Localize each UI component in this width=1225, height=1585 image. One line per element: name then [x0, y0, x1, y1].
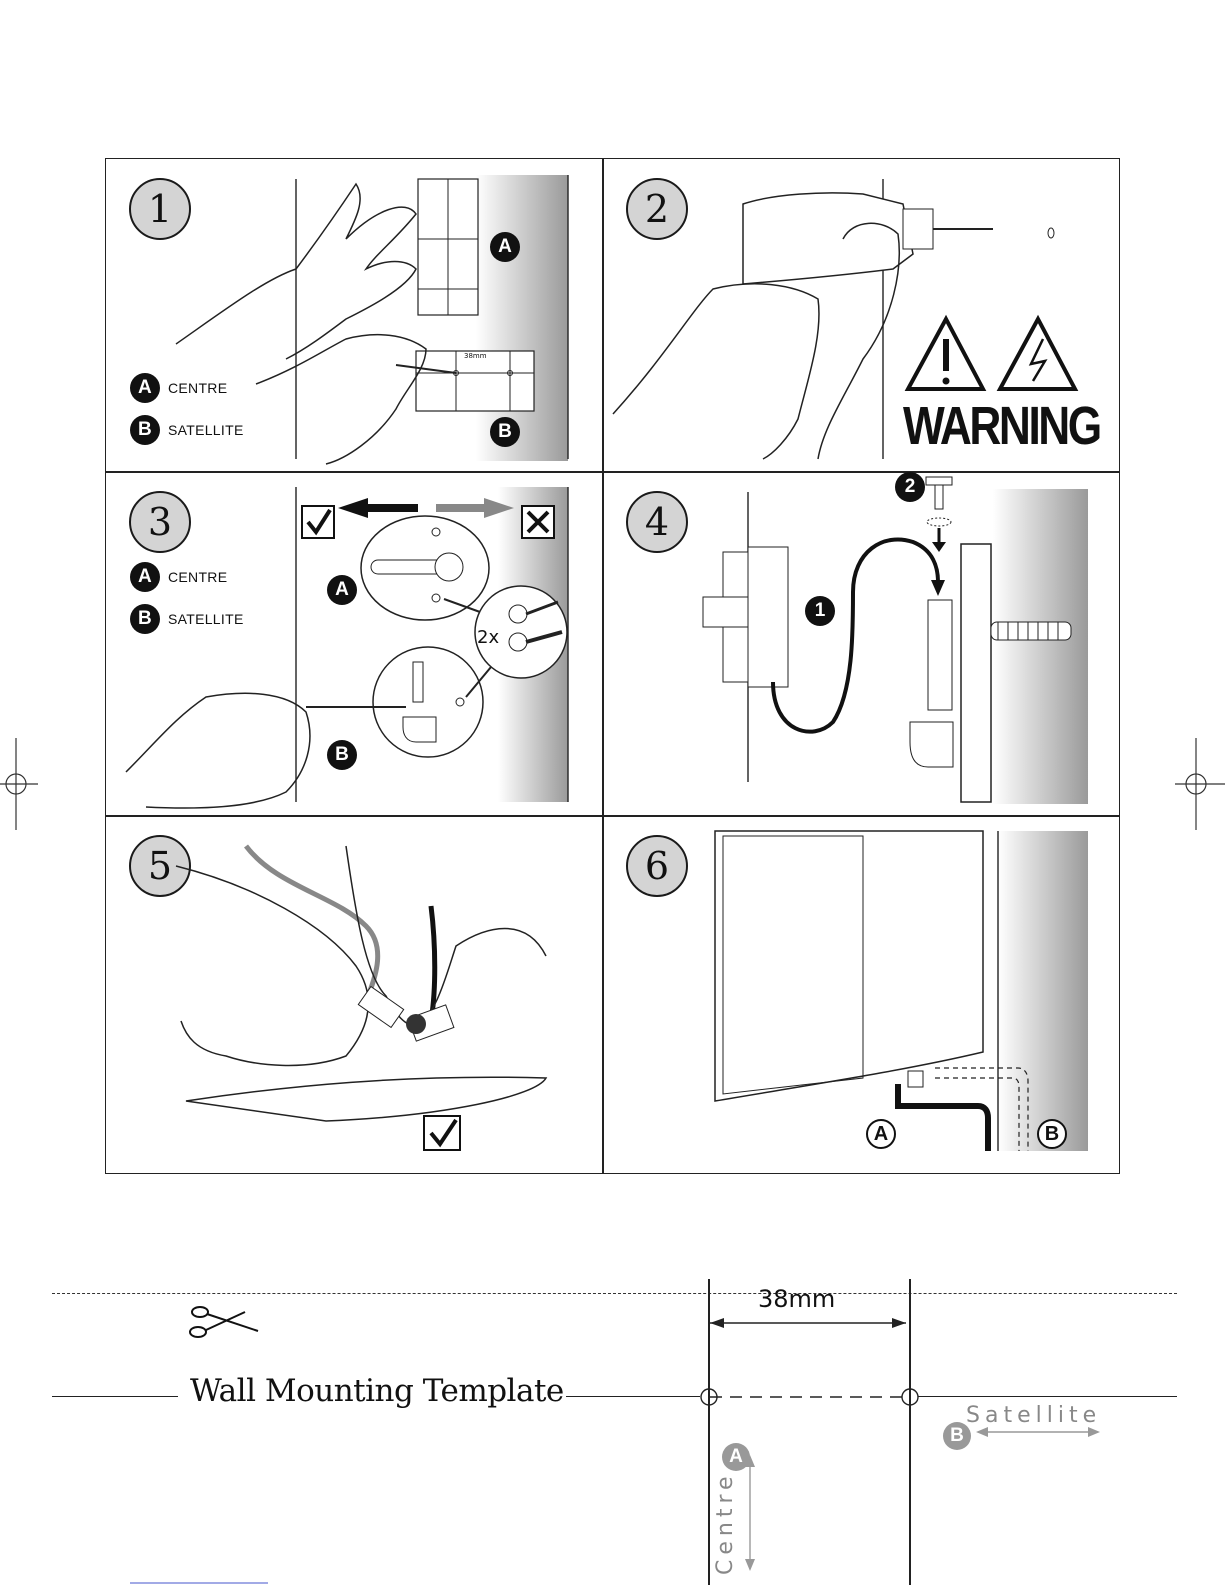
- step-5-illustration: [106, 816, 602, 1175]
- marker-a: A: [490, 232, 520, 262]
- instruction-grid: 1 A B 38mm A: [105, 158, 1120, 1174]
- legend-satellite: B SATELLITE: [130, 604, 244, 634]
- marker-a: A: [866, 1119, 896, 1149]
- marker-2: 2: [895, 472, 925, 502]
- marker-1: 1: [805, 596, 835, 626]
- satellite-label: Satellite: [966, 1403, 1101, 1428]
- centre-badge: A: [722, 1443, 750, 1471]
- step-1-panel: 1 A B 38mm A: [106, 159, 602, 471]
- legend-label: SATELLITE: [168, 611, 244, 627]
- step-2-panel: 2 WARNING: [603, 159, 1121, 471]
- check-icon: [302, 506, 334, 538]
- legend-badge: B: [130, 604, 160, 634]
- legend-badge: B: [130, 415, 160, 445]
- step-3-panel: 3: [106, 472, 602, 815]
- marker-a: A: [327, 575, 357, 605]
- template-guide-right: [909, 1279, 911, 1585]
- step-4-illustration: [603, 472, 1121, 815]
- template-rule-right: [918, 1396, 1177, 1397]
- scissors-icon: [190, 1307, 258, 1337]
- legend-centre: A CENTRE: [130, 562, 227, 592]
- legend-label: SATELLITE: [168, 422, 244, 438]
- title-rule-left: [52, 1396, 178, 1397]
- centre-label: Centre: [713, 1471, 738, 1575]
- template-title: Wall Mounting Template: [190, 1373, 564, 1409]
- template-measure-label: 38mm: [464, 352, 487, 360]
- legend-label: CENTRE: [168, 569, 227, 585]
- step-5-panel: 5: [106, 816, 602, 1175]
- step-4-panel: 4 1 2: [603, 472, 1121, 815]
- template-graphics: [0, 1275, 1225, 1585]
- marker-b: B: [490, 417, 520, 447]
- cross-icon: [522, 506, 554, 538]
- marker-b: B: [1037, 1119, 1067, 1149]
- marker-b: B: [327, 740, 357, 770]
- template-guide-left: [708, 1279, 710, 1585]
- legend-satellite: B SATELLITE: [130, 415, 244, 445]
- legend-badge: A: [130, 373, 160, 403]
- wall-mounting-template: Wall Mounting Template 38mm A Centre B S…: [0, 1275, 1225, 1585]
- step-6-panel: 6 A B: [603, 816, 1121, 1175]
- screw-count: 2x: [477, 627, 499, 648]
- measurement-label: 38mm: [758, 1285, 835, 1313]
- warning-label: WARNING: [903, 395, 1100, 457]
- electric-hazard-icon: [1000, 319, 1075, 389]
- title-rule-right: [566, 1396, 700, 1397]
- warning-triangle-icon: [908, 319, 983, 389]
- check-icon: [424, 1116, 460, 1150]
- legend-centre: A CENTRE: [130, 373, 227, 403]
- legend-badge: A: [130, 562, 160, 592]
- legend-label: CENTRE: [168, 380, 227, 396]
